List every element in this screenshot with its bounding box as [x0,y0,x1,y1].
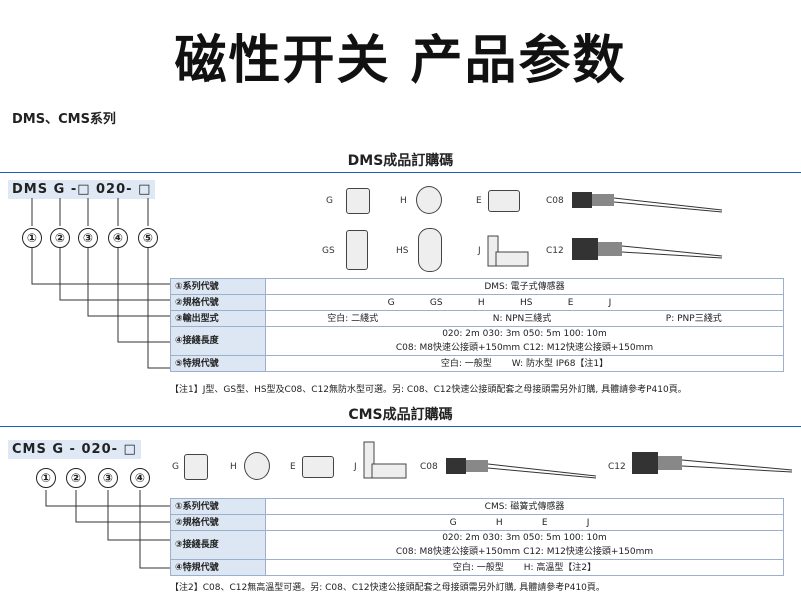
cms-label-j: J [354,462,357,472]
series-title: DMS、CMS系列 [12,112,116,127]
table-key: ②規格代號 [170,514,266,531]
spec-gs: GS [429,297,443,308]
table-row: ⑤特規代號 空白: 一般型 W: 防水型 IP68【注1】 [170,355,784,372]
table-key: ③輸出型式 [170,310,266,327]
table-value: 空白: 一般型 W: 防水型 IP68【注1】 [265,355,784,372]
table-key: ②規格代號 [170,294,266,311]
spec-g: G [449,517,457,528]
dms-divider [0,172,801,173]
dms-num-5: ⑤ [138,228,158,248]
spec-e: E [567,297,574,308]
special-normal: 空白: 一般型 [452,562,504,573]
spec-hs: HS [519,297,533,308]
table-row: ②規格代號 G GS H HS E J [170,294,784,311]
table-row: ①系列代號 DMS: 電子式傳感器 [170,278,784,295]
table-key: ①系列代號 [170,498,266,515]
table-key: ④接綫長度 [170,326,266,356]
cable-connectors: C08: M8快速公接頭+150mm C12: M12快速公接頭+150mm [395,547,654,557]
cms-order-code: CMS G - 020- □ [8,440,141,459]
spec-j: J [586,517,590,528]
special-high-temp: H: 高溫型【注2】 [523,562,597,573]
sensor-g-icon [346,188,370,214]
dms-label-e: E [476,196,482,206]
table-key: ④特規代號 [170,559,266,576]
spec-e: E [541,517,548,528]
cms-connector-c12-icon [632,452,792,474]
spec-h: H [477,297,485,308]
table-row: ②規格代號 G H E J [170,514,784,531]
table-value: G GS H HS E J [265,294,784,311]
table-key: ⑤特規代號 [170,355,266,372]
dms-label-c08: C08 [546,196,564,206]
output-npn: N: NPN三綫式 [492,313,552,324]
sensor-e-icon [488,190,520,212]
cms-num-4: ④ [130,468,150,488]
table-value: G H E J [265,514,784,531]
special-waterproof: W: 防水型 IP68【注1】 [511,358,609,369]
cms-divider [0,426,801,427]
table-key: ①系列代號 [170,278,266,295]
connector-c12-icon [572,238,722,260]
table-key: ③接綫長度 [170,530,266,560]
sensor-gs-icon [346,230,368,270]
output-pnp: P: PNP三綫式 [665,313,722,324]
dms-num-1: ① [22,228,42,248]
table-row: ③輸出型式 空白: 二綫式 N: NPN三綫式 P: PNP三綫式 [170,310,784,327]
cms-sensor-h-icon [244,452,270,480]
cable-lengths: 020: 2m 030: 3m 050: 5m 100: 10m [442,329,607,339]
cms-leader-lines [45,490,170,569]
spec-g: G [387,297,395,308]
dms-num-2: ② [50,228,70,248]
sensor-j-icon [487,235,529,267]
table-value: 空白: 二綫式 N: NPN三綫式 P: PNP三綫式 [265,310,784,327]
table-row: ④特規代號 空白: 一般型 H: 高溫型【注2】 [170,559,784,576]
dms-label-j: J [478,246,481,256]
cable-connectors: C08: M8快速公接頭+150mm C12: M12快速公接頭+150mm [395,343,654,353]
cms-label-h: H [230,462,237,472]
dms-label-g: G [326,196,333,206]
table-value: 020: 2m 030: 3m 050: 5m 100: 10m C08: M8… [265,530,784,560]
dms-order-code: DMS G -□ 020- □ [8,180,156,199]
cms-sensor-j-icon [363,441,407,479]
cms-num-2: ② [66,468,86,488]
table-row: ④接綫長度 020: 2m 030: 3m 050: 5m 100: 10m C… [170,326,784,356]
cms-note: 【注2】C08、C12無高溫型可選。另: C08、C12快速公接頭配套之母接頭需… [170,583,605,593]
sensor-h-icon [416,186,442,214]
dms-spec-table: ①系列代號 DMS: 電子式傳感器 ②規格代號 G GS H HS E J ③輸… [170,278,784,372]
connector-c08-icon [572,192,722,213]
dms-note: 【注1】J型、GS型、HS型及C08、C12無防水型可選。另: C08、C12快… [170,385,687,395]
table-value: 020: 2m 030: 3m 050: 5m 100: 10m C08: M8… [265,326,784,356]
cms-connector-c08-icon [446,458,596,479]
spec-j: J [608,297,612,308]
dms-label-hs: HS [396,246,409,256]
dms-leader-lines [31,198,170,369]
dms-label-h: H [400,196,407,206]
table-value: DMS: 電子式傳感器 [265,278,784,295]
cms-label-g: G [172,462,179,472]
dms-label-gs: GS [322,246,335,256]
cms-label-e: E [290,462,296,472]
cms-num-3: ③ [98,468,118,488]
dms-num-4: ④ [108,228,128,248]
dms-label-c12: C12 [546,246,564,256]
table-value: 空白: 一般型 H: 高溫型【注2】 [265,559,784,576]
page-title: 磁性开关 产品参数 [174,31,627,91]
cable-lengths: 020: 2m 030: 3m 050: 5m 100: 10m [442,533,607,543]
dms-section-title: DMS成品訂購碼 [347,153,454,169]
cms-sensor-g-icon [184,454,208,480]
sensor-hs-icon [418,228,442,272]
cms-label-c12: C12 [608,462,626,472]
cms-spec-table: ①系列代號 CMS: 磁簧式傳感器 ②規格代號 G H E J ③接綫長度 02… [170,498,784,576]
dms-num-3: ③ [78,228,98,248]
output-2wire: 空白: 二綫式 [327,313,379,324]
cms-label-c08: C08 [420,462,438,472]
table-value: CMS: 磁簧式傳感器 [265,498,784,515]
table-row: ①系列代號 CMS: 磁簧式傳感器 [170,498,784,515]
spec-h: H [495,517,503,528]
cms-sensor-e-icon [302,456,334,478]
table-row: ③接綫長度 020: 2m 030: 3m 050: 5m 100: 10m C… [170,530,784,560]
special-normal: 空白: 一般型 [440,358,492,369]
cms-num-1: ① [36,468,56,488]
cms-section-title: CMS成品訂購碼 [348,407,453,423]
